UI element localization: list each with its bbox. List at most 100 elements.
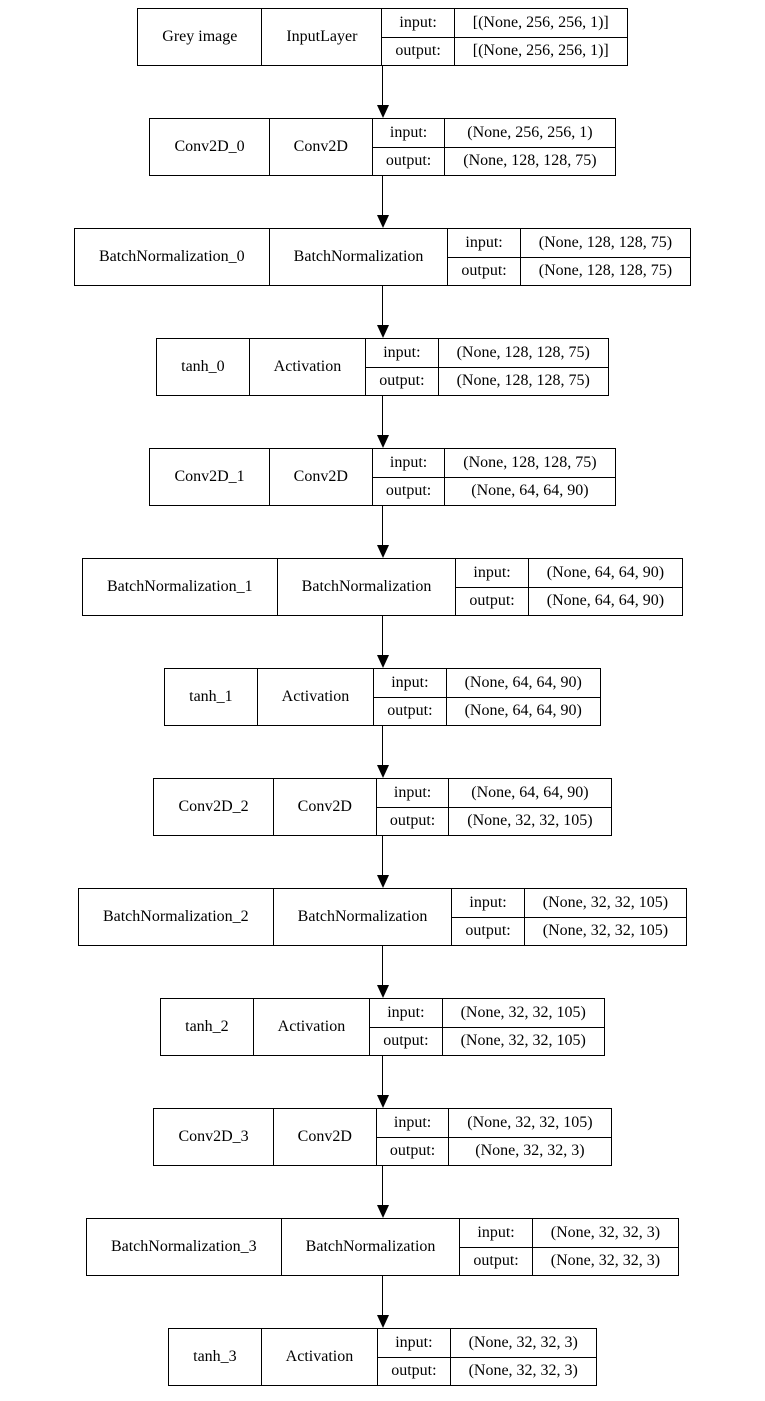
output-label: output:	[452, 916, 524, 946]
output-shape: (None, 64, 64, 90)	[445, 476, 615, 506]
output-label: output:	[382, 36, 454, 66]
layer-name: tanh_2	[185, 1018, 229, 1035]
layer-type: Activation	[256, 669, 375, 725]
output-label: output:	[448, 256, 520, 286]
io-label-column: input: output:	[376, 779, 449, 836]
input-label: input:	[393, 783, 432, 801]
io-label-column: input: output:	[370, 999, 442, 1055]
io-label-column: input: output:	[372, 449, 445, 505]
arrowhead-down-icon	[376, 985, 389, 998]
input-shape: (None, 64, 64, 90)	[471, 783, 589, 801]
layer-type: BatchNormalization	[280, 1219, 461, 1275]
arrowhead-down-icon	[376, 1205, 389, 1218]
output-shape: (None, 32, 32, 105)	[442, 1026, 604, 1056]
layer-name: tanh_1	[189, 688, 233, 705]
input-label: input:	[389, 453, 428, 471]
input-label: input:	[399, 13, 437, 31]
layer-type: Conv2D	[272, 779, 377, 835]
output-label: output:	[374, 696, 446, 726]
edge-arrow	[376, 1166, 389, 1218]
arrowhead-down-icon	[376, 435, 389, 448]
io-label-column: input: output:	[374, 669, 446, 726]
edge-arrow	[376, 726, 389, 778]
layer-name: BatchNormalization_2	[102, 908, 249, 925]
input-label: input:	[389, 123, 428, 141]
edge-line	[382, 726, 383, 765]
io-label-column: input: output:	[366, 339, 438, 396]
io-label-column: input: output:	[382, 9, 454, 66]
layer-node: Conv2D_2 Conv2D input: output: (None, 64…	[153, 778, 612, 836]
layer-node: Grey image InputLayer input: output: [(N…	[137, 8, 628, 66]
layer-node: BatchNormalization_3 BatchNormalization …	[85, 1218, 680, 1276]
input-label: input:	[477, 1223, 515, 1241]
layer-type: BatchNormalization	[268, 229, 449, 285]
output-shape: (None, 32, 32, 3)	[532, 1246, 679, 1276]
io-shape-column: (None, 32, 32, 105) (None, 32, 32, 105)	[441, 999, 604, 1056]
output-shape: (None, 32, 32, 3)	[449, 1136, 611, 1166]
input-label: input:	[469, 893, 507, 911]
input-shape: (None, 128, 128, 75)	[456, 343, 590, 361]
edge-line	[382, 836, 383, 875]
input-shape: (None, 256, 256, 1)	[467, 123, 593, 141]
input-shape: (None, 32, 32, 3)	[550, 1223, 661, 1241]
edge-line	[382, 1166, 383, 1205]
io-shape-column: (None, 64, 64, 90) (None, 32, 32, 105)	[448, 779, 611, 836]
io-label-column: input: output:	[460, 1219, 532, 1275]
layer-node: tanh_1 Activation input: output: (None, …	[164, 668, 601, 726]
layer-node: Conv2D_3 Conv2D input: output: (None, 32…	[153, 1108, 612, 1166]
layer-name: Grey image	[162, 28, 238, 45]
arrowhead-down-icon	[376, 545, 389, 558]
io-shape-column: (None, 256, 256, 1) (None, 128, 128, 75)	[444, 119, 615, 175]
io-label-column: input: output:	[378, 1329, 450, 1385]
output-label: output:	[372, 146, 445, 176]
layer-name: tanh_0	[181, 358, 225, 375]
edge-arrow	[376, 506, 389, 558]
layer-type: Activation	[248, 339, 367, 395]
layer-type: Activation	[252, 999, 371, 1055]
input-shape: (None, 32, 32, 3)	[468, 1333, 578, 1351]
output-shape: [(None, 256, 256, 1)]	[454, 36, 627, 66]
input-shape: [(None, 256, 256, 1)]	[472, 13, 609, 31]
layer-type: Conv2D	[268, 119, 373, 175]
io-shape-column: (None, 32, 32, 3) (None, 32, 32, 3)	[449, 1329, 596, 1386]
io-shape-column: (None, 64, 64, 90) (None, 64, 64, 90)	[445, 669, 600, 726]
layer-type: InputLayer	[261, 9, 383, 65]
input-label: input:	[395, 1333, 433, 1351]
output-label: output:	[376, 806, 449, 836]
layer-node: tanh_3 Activation input: output: (None, …	[168, 1328, 597, 1386]
layer-name: BatchNormalization_3	[110, 1238, 257, 1255]
input-shape: (None, 128, 128, 75)	[538, 233, 673, 251]
output-shape: (None, 32, 32, 3)	[450, 1356, 596, 1386]
input-label: input:	[393, 1113, 432, 1131]
io-label-column: input: output:	[372, 119, 445, 176]
input-shape: (None, 64, 64, 90)	[464, 673, 582, 691]
input-shape: (None, 32, 32, 105)	[460, 1003, 586, 1021]
io-shape-column: (None, 128, 128, 75) (None, 64, 64, 90)	[444, 449, 615, 506]
output-label: output:	[456, 586, 528, 616]
input-label: input:	[387, 1003, 425, 1021]
io-label-column: input: output:	[448, 229, 520, 286]
layer-node: tanh_2 Activation input: output: (None, …	[160, 998, 605, 1056]
io-shape-column: (None, 128, 128, 75) (None, 128, 128, 75…	[437, 339, 608, 395]
input-label: input:	[465, 233, 503, 251]
edge-line	[382, 176, 383, 215]
layer-name: Conv2D_2	[178, 798, 249, 815]
io-shape-column: [(None, 256, 256, 1)] [(None, 256, 256, …	[453, 9, 627, 66]
arrowhead-down-icon	[376, 215, 389, 228]
arrowhead-down-icon	[376, 655, 389, 668]
layer-name: Conv2D_0	[174, 138, 245, 155]
output-shape: (None, 128, 128, 75)	[520, 256, 691, 286]
input-label: input:	[473, 563, 511, 581]
output-shape: (None, 64, 64, 90)	[446, 696, 600, 726]
output-label: output:	[366, 366, 438, 396]
edge-line	[382, 286, 383, 325]
output-label: output:	[376, 1136, 449, 1166]
input-shape: (None, 32, 32, 105)	[542, 893, 669, 911]
layer-type: Activation	[260, 1329, 379, 1385]
edge-line	[382, 506, 383, 545]
output-shape: (None, 32, 32, 105)	[449, 806, 611, 836]
layer-type: Conv2D	[272, 1109, 377, 1165]
arrowhead-down-icon	[376, 105, 389, 118]
arrowhead-down-icon	[376, 1315, 389, 1328]
